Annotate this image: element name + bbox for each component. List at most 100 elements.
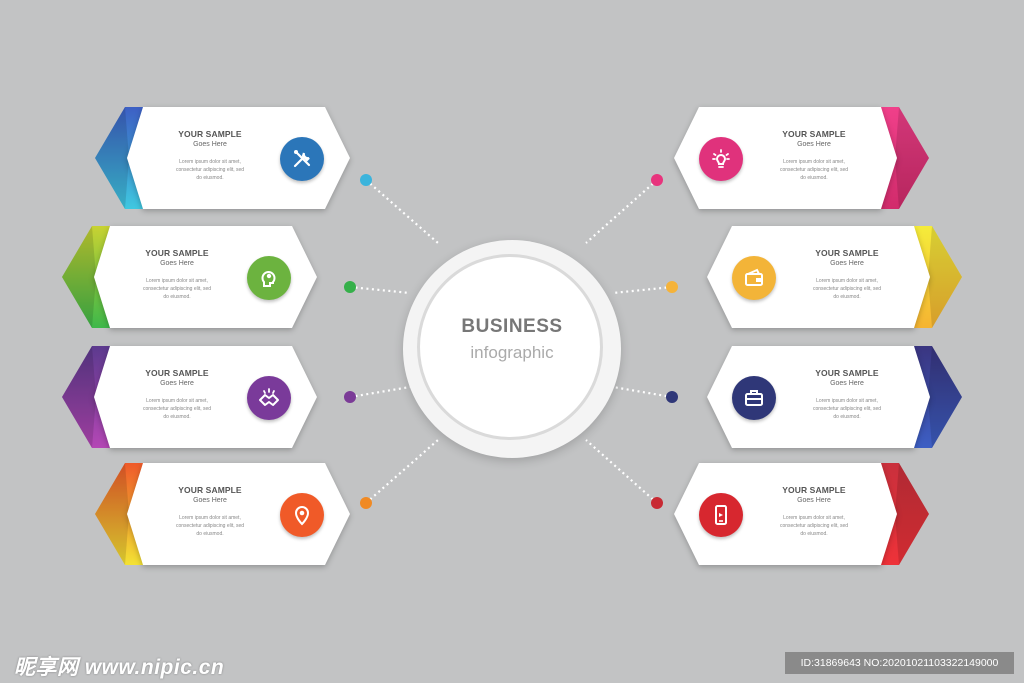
handshake-icon <box>247 376 291 420</box>
connector-dot <box>360 174 372 186</box>
card-body: Lorem ipsum dolor sit amet, consectetur … <box>759 514 869 538</box>
card-text: YOUR SAMPLE Goes Here Lorem ipsum dolor … <box>155 485 265 538</box>
card-body-line: consectetur adipiscing elit, sed <box>812 286 882 292</box>
center-circle <box>403 240 621 458</box>
card-body: Lorem ipsum dolor sit amet, consectetur … <box>759 158 869 182</box>
card-shape <box>707 226 962 328</box>
card-subtitle: Goes Here <box>160 380 194 387</box>
connector-line <box>585 439 658 504</box>
connector-line <box>365 439 439 504</box>
connector-line <box>612 385 673 399</box>
card-shape <box>62 346 317 448</box>
connector-line <box>365 179 439 244</box>
info-card: YOUR SAMPLE Goes Here Lorem ipsum dolor … <box>95 107 350 209</box>
watermark-logo: 昵享网 www.nipic.cn <box>14 656 225 679</box>
card-body-line: Lorem ipsum dolor sit amet, <box>816 278 878 284</box>
card-subtitle: Goes Here <box>193 497 227 504</box>
connector-dot <box>344 391 356 403</box>
card-body: Lorem ipsum dolor sit amet, consectetur … <box>155 158 265 182</box>
card-title: YOUR SAMPLE <box>178 485 242 495</box>
location-icon <box>280 493 324 537</box>
card-title: YOUR SAMPLE <box>145 368 209 378</box>
card-body-line: do eiusmod. <box>800 175 828 181</box>
info-card: YOUR SAMPLE Goes Here Lorem ipsum dolor … <box>707 346 962 448</box>
info-card: YOUR SAMPLE Goes Here Lorem ipsum dolor … <box>62 346 317 448</box>
info-card: YOUR SAMPLE Goes Here Lorem ipsum dolor … <box>674 463 929 565</box>
card-body-line: consectetur adipiscing elit, sed <box>142 406 212 412</box>
card-body-line: do eiusmod. <box>196 175 224 181</box>
card-body-line: consectetur adipiscing elit, sed <box>142 286 212 292</box>
info-card: YOUR SAMPLE Goes Here Lorem ipsum dolor … <box>95 463 350 565</box>
card-title: YOUR SAMPLE <box>782 129 846 139</box>
card-title: YOUR SAMPLE <box>815 248 879 258</box>
card-body-line: Lorem ipsum dolor sit amet, <box>146 278 208 284</box>
card-body: Lorem ipsum dolor sit amet, consectetur … <box>792 277 902 301</box>
card-body-line: consectetur adipiscing elit, sed <box>779 167 849 173</box>
card-body-line: Lorem ipsum dolor sit amet, <box>179 515 241 521</box>
card-shape <box>707 346 962 448</box>
card-shape <box>95 463 350 565</box>
card-body-line: consectetur adipiscing elit, sed <box>175 523 245 529</box>
card-subtitle: Goes Here <box>160 260 194 267</box>
card-title: YOUR SAMPLE <box>145 248 209 258</box>
card-body-line: do eiusmod. <box>800 531 828 537</box>
briefcase-icon <box>732 376 776 420</box>
card-shape <box>674 107 929 209</box>
phone-icon <box>699 493 743 537</box>
bulb-icon <box>699 137 743 181</box>
card-body-line: Lorem ipsum dolor sit amet, <box>146 398 208 404</box>
connector-dot <box>344 281 356 293</box>
card-subtitle: Goes Here <box>193 141 227 148</box>
card-title: YOUR SAMPLE <box>815 368 879 378</box>
connector-line <box>612 285 673 295</box>
connector-dot <box>666 281 678 293</box>
center-title: BUSINESS <box>461 316 563 337</box>
card-body-line: Lorem ipsum dolor sit amet, <box>783 159 845 165</box>
card-body: Lorem ipsum dolor sit amet, consectetur … <box>122 277 232 301</box>
card-text: YOUR SAMPLE Goes Here Lorem ipsum dolor … <box>122 248 232 301</box>
connector-dot <box>651 497 663 509</box>
card-subtitle: Goes Here <box>830 260 864 267</box>
card-body: Lorem ipsum dolor sit amet, consectetur … <box>155 514 265 538</box>
card-body-line: do eiusmod. <box>163 294 191 300</box>
card-title: YOUR SAMPLE <box>178 129 242 139</box>
card-body-line: Lorem ipsum dolor sit amet, <box>179 159 241 165</box>
card-body-line: do eiusmod. <box>196 531 224 537</box>
card-body-line: Lorem ipsum dolor sit amet, <box>783 515 845 521</box>
connector-line <box>585 179 658 244</box>
info-card: YOUR SAMPLE Goes Here Lorem ipsum dolor … <box>707 226 962 328</box>
center-subtitle: infographic <box>470 343 554 362</box>
info-card: YOUR SAMPLE Goes Here Lorem ipsum dolor … <box>62 226 317 328</box>
card-text: YOUR SAMPLE Goes Here Lorem ipsum dolor … <box>122 368 232 421</box>
card-text: YOUR SAMPLE Goes Here Lorem ipsum dolor … <box>759 129 869 182</box>
connector-dot <box>651 174 663 186</box>
card-body-line: do eiusmod. <box>833 414 861 420</box>
card-body: Lorem ipsum dolor sit amet, consectetur … <box>792 397 902 421</box>
tools-icon <box>280 137 324 181</box>
card-shape <box>95 107 350 209</box>
card-text: YOUR SAMPLE Goes Here Lorem ipsum dolor … <box>792 248 902 301</box>
wallet-icon <box>732 256 776 300</box>
connector-line <box>349 285 411 295</box>
card-body: Lorem ipsum dolor sit amet, consectetur … <box>122 397 232 421</box>
card-text: YOUR SAMPLE Goes Here Lorem ipsum dolor … <box>792 368 902 421</box>
head-icon <box>247 256 291 300</box>
card-subtitle: Goes Here <box>830 380 864 387</box>
connector-line <box>349 385 411 399</box>
watermark-id: ID:31869643 NO:20201021103322149000 <box>785 652 1014 674</box>
card-text: YOUR SAMPLE Goes Here Lorem ipsum dolor … <box>759 485 869 538</box>
card-subtitle: Goes Here <box>797 497 831 504</box>
info-card: YOUR SAMPLE Goes Here Lorem ipsum dolor … <box>674 107 929 209</box>
connector-dot <box>360 497 372 509</box>
card-body-line: consectetur adipiscing elit, sed <box>175 167 245 173</box>
card-body-line: consectetur adipiscing elit, sed <box>779 523 849 529</box>
connector-dot <box>666 391 678 403</box>
card-body-line: do eiusmod. <box>833 294 861 300</box>
card-shape <box>674 463 929 565</box>
card-shape <box>62 226 317 328</box>
card-text: YOUR SAMPLE Goes Here Lorem ipsum dolor … <box>155 129 265 182</box>
card-body-line: do eiusmod. <box>163 414 191 420</box>
card-title: YOUR SAMPLE <box>782 485 846 495</box>
